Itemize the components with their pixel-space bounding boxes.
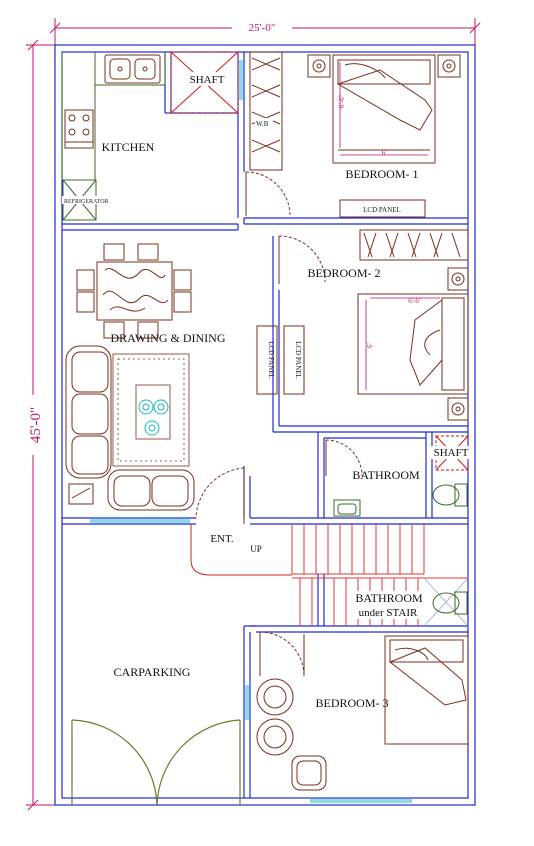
bathroom-stair-sublabel: under STAIR: [359, 607, 418, 619]
side-table-b2-icon: [447, 267, 469, 421]
bed1-icon: [332, 54, 436, 164]
door-bedroom1: [245, 171, 291, 217]
armchair-icon: [256, 678, 327, 791]
lcd-panel-b2: [256, 325, 305, 395]
sofa-icon: [65, 345, 195, 511]
refrigerator-label: REFRIGERATOR: [64, 199, 109, 205]
stove-icon: [64, 109, 94, 149]
bedroom2-label: BEDROOM- 2: [307, 266, 380, 280]
kitchen-label: KITCHEN: [102, 140, 155, 154]
coffee-table-icon: [138, 399, 169, 436]
wardrobe-icon: [249, 51, 283, 171]
wardrobe-b2-icon: [359, 229, 469, 261]
door-entrance: [195, 467, 245, 524]
door-bedroom3: [259, 631, 305, 677]
shaft-right-label: SHAFT: [434, 447, 469, 459]
lcd-panel-b2b-label: LCD PANEL: [294, 341, 302, 379]
lcd-panel-b1: [339, 199, 426, 218]
stair-diagonal: [423, 577, 469, 627]
bathroom-stair-label: BATHROOM: [355, 591, 423, 605]
wardrobe-label: W.B: [256, 120, 269, 128]
carparking-label: CARPARKING: [114, 665, 191, 679]
kitchen-counter: [61, 52, 166, 181]
toilet-icon: [432, 483, 468, 507]
height-dimension-label: 45'-0": [28, 407, 44, 443]
sink-icon: [104, 54, 161, 84]
shaft-top-label: SHAFT: [190, 74, 225, 86]
up-label: UP: [250, 544, 262, 554]
bed1-width: 6': [382, 149, 387, 157]
bedroom1-label: BEDROOM- 1: [345, 167, 418, 181]
side-table-icon: [307, 54, 461, 78]
rug-icon: [112, 353, 190, 467]
door-bedroom2: [278, 235, 326, 284]
lcd-panel-b1-label: LCD PANEL: [363, 206, 401, 214]
bed3-icon: [384, 635, 469, 745]
bedroom3-label: BEDROOM- 3: [315, 696, 388, 710]
side-table-sofa-icon: [68, 483, 94, 505]
walls: [54, 44, 476, 806]
entrance-label: ENT.: [210, 533, 234, 545]
bed2-width: 6'-6": [408, 297, 422, 305]
bathroom-label: BATHROOM: [352, 468, 420, 482]
door-bathroom: [325, 439, 363, 477]
bed1-length: 6'-6": [338, 94, 346, 108]
dining-table-icon: [76, 243, 192, 339]
lcd-panel-b2a-label: LCD PANEL: [267, 341, 275, 379]
gate-icon: [71, 719, 241, 806]
bed2-length: 6': [366, 343, 374, 348]
windows: [90, 60, 412, 803]
bed2-icon: [357, 293, 469, 395]
drawing-dining-label: DRAWING & DINING: [110, 331, 225, 345]
stair-rail: [190, 524, 292, 576]
toilet-stair-icon: [432, 591, 468, 615]
washbasin-icon: [333, 499, 361, 517]
width-dimension-label: 25'-0": [249, 22, 276, 34]
